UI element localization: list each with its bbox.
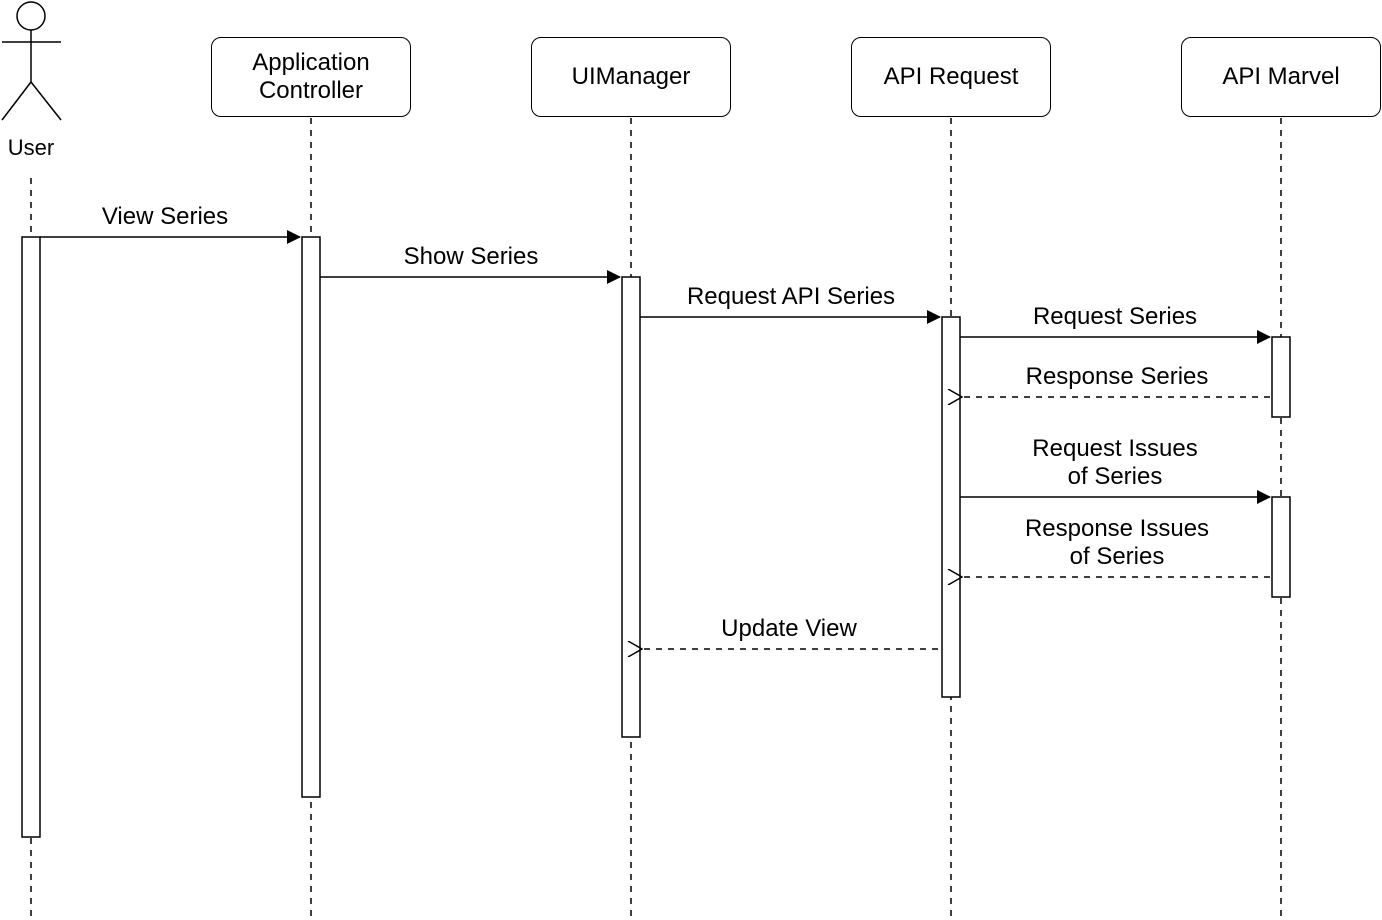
api-marvel-activation-1: [1271, 336, 1291, 418]
message-label-request-series: Request Series: [1032, 303, 1198, 330]
message-label-show-series: Show Series: [403, 243, 539, 270]
participant-uimanager: UIManager: [531, 37, 731, 117]
participant-api-request: API Request: [851, 37, 1051, 117]
participant-api-marvel: API Marvel: [1181, 37, 1381, 117]
uimanager-activation: [621, 276, 641, 738]
message-label-request-api-series: Request API Series: [686, 283, 896, 310]
message-label-response-issues: Response Issues of Series: [1024, 515, 1210, 570]
message-label-request-issues: Request Issues of Series: [1032, 435, 1198, 490]
message-label-view-series: View Series: [101, 203, 229, 230]
user-activation: [21, 236, 41, 838]
actor-user-label: User: [7, 135, 55, 160]
api-request-activation: [941, 316, 961, 698]
message-label-response-series: Response Series: [1025, 363, 1209, 390]
participant-application-controller: Application Controller: [211, 37, 411, 117]
user-actor-icon: [1, 1, 62, 121]
message-label-update-view: Update View: [721, 615, 857, 642]
app-controller-activation: [301, 236, 321, 798]
api-marvel-activation-2: [1271, 496, 1291, 598]
